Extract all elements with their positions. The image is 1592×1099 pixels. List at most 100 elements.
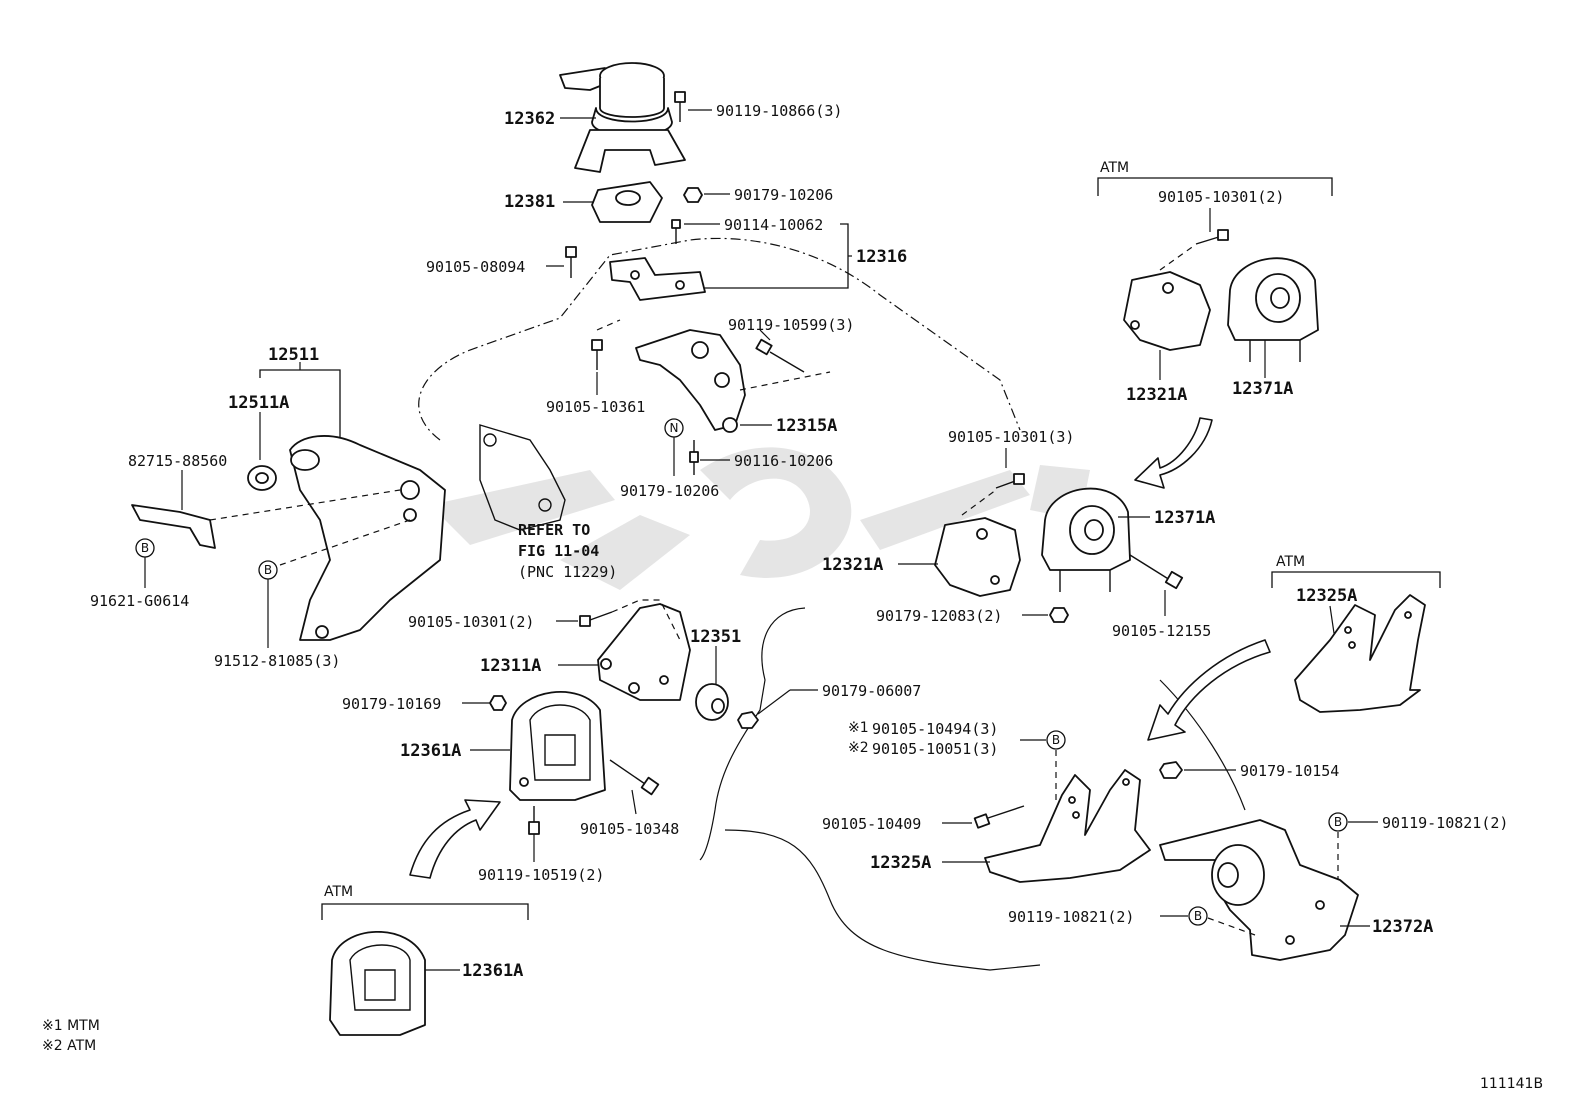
group-atm-mid-right: ATM <box>1276 554 1305 570</box>
leader-90105-10348 <box>631 789 637 815</box>
label-90105-10051: 90105-10051(3) <box>872 740 998 758</box>
dash-90119-10821-left <box>1207 917 1256 936</box>
bolt-90119-10866[interactable] <box>674 91 686 122</box>
label-90105-10409: 90105-10409 <box>822 815 921 833</box>
callout-b-90105-10494: B <box>1046 730 1066 750</box>
bracket-12325A[interactable] <box>984 769 1151 883</box>
bolt-90105-10409[interactable] <box>973 805 1025 829</box>
dash-90105-10301-top <box>1159 244 1196 271</box>
insulator-12371A-top[interactable] <box>1227 257 1319 362</box>
label-12361A-main: 12361A <box>400 741 461 761</box>
svg-text:N: N <box>670 421 679 435</box>
boundary-line-bottom <box>724 829 1041 971</box>
label-12362: 12362 <box>504 109 555 129</box>
label-90179-10206-low: 90179-10206 <box>620 482 719 500</box>
leader-90119-10599 <box>759 329 771 341</box>
gasket-outline <box>479 424 566 531</box>
note-2: ※2 <box>848 740 869 756</box>
label-90105-10494: 90105-10494(3) <box>872 720 998 738</box>
label-90105-08094: 90105-08094 <box>426 258 525 276</box>
bolt-90105-10301-top[interactable] <box>1195 229 1229 245</box>
bolt-90105-10348[interactable] <box>609 759 660 796</box>
bolt-90105-08094[interactable] <box>565 246 577 278</box>
insulator-12361A[interactable] <box>509 690 606 801</box>
bracket-12321A-top[interactable] <box>1123 271 1211 351</box>
label-12315A: 12315A <box>776 416 837 436</box>
leader-90179-06007-a <box>757 689 791 715</box>
callout-b-91621: B <box>135 538 155 558</box>
label-90119-10866: 90119-10866(3) <box>716 102 842 120</box>
bracket-12325A-atm[interactable] <box>1294 594 1426 713</box>
label-90179-06007: 90179-06007 <box>822 682 921 700</box>
label-90105-10301-left: 90105-10301(2) <box>408 613 534 631</box>
label-90116-10206: 90116-10206 <box>734 452 833 470</box>
arrow-atm-left <box>409 799 501 879</box>
label-90105-10301-mid: 90105-10301(3) <box>948 428 1074 446</box>
label-90105-10348: 90105-10348 <box>580 820 679 838</box>
label-90179-10169: 90179-10169 <box>342 695 441 713</box>
refer-line-1: REFER TO <box>518 521 590 539</box>
nut-90179-06007[interactable] <box>737 711 759 729</box>
label-90119-10599: 90119-10599(3) <box>728 316 854 334</box>
bracket-atm-bottom-left <box>321 903 529 920</box>
bolt-90119-10519[interactable] <box>528 806 540 835</box>
refer-line-3: (PNC 11229) <box>518 563 617 581</box>
label-12316: 12316 <box>856 247 907 267</box>
bolt-90105-12155[interactable] <box>1129 554 1184 590</box>
bracket-atm-mid-right <box>1271 571 1441 588</box>
plate-82715-88560[interactable] <box>131 504 216 549</box>
engine-mount-12362[interactable] <box>559 62 686 173</box>
bracket-12316-part[interactable] <box>609 257 706 301</box>
label-12371A-top: 12371A <box>1232 379 1293 399</box>
label-12372A: 12372A <box>1372 917 1433 937</box>
label-91512-81085: 91512-81085(3) <box>214 652 340 670</box>
label-90119-10821-right: 90119-10821(2) <box>1382 814 1508 832</box>
stopper-12381[interactable] <box>591 181 663 223</box>
legend-atm: ※2 ATM <box>42 1038 96 1054</box>
bolt-90105-10301-left[interactable] <box>579 611 613 627</box>
boundary-line-right <box>1159 679 1246 811</box>
stud-90116-10206[interactable] <box>689 440 699 475</box>
bushing-12511A[interactable] <box>247 465 277 491</box>
legend-mtm: ※1 MTM <box>42 1018 100 1034</box>
bolt-90105-10361[interactable] <box>591 339 603 370</box>
label-90105-10301-top: 90105-10301(2) <box>1158 188 1284 206</box>
label-90114-10062: 90114-10062 <box>724 216 823 234</box>
callout-b-90119-10821-left: B <box>1188 906 1208 926</box>
insulator-12361A-atm[interactable] <box>329 930 426 1036</box>
insulator-12371A-mid[interactable] <box>1041 487 1131 592</box>
label-82715-88560: 82715-88560 <box>128 452 227 470</box>
label-90119-10821-left: 90119-10821(2) <box>1008 908 1134 926</box>
engine-mount-bracket-12511[interactable] <box>289 435 446 641</box>
label-90105-12155: 90105-12155 <box>1112 622 1211 640</box>
group-atm-top-right: ATM <box>1100 160 1129 176</box>
nut-90179-10169[interactable] <box>489 695 507 711</box>
label-90179-10154: 90179-10154 <box>1240 762 1339 780</box>
nut-90179-10154[interactable] <box>1159 761 1183 779</box>
pin-90114-10062[interactable] <box>671 219 681 244</box>
label-90179-10206-top: 90179-10206 <box>734 186 833 204</box>
bushing-12351[interactable] <box>695 683 729 721</box>
label-90119-10519: 90119-10519(2) <box>478 866 604 884</box>
nut-90179-10206-top[interactable] <box>683 187 703 203</box>
dash-90119-10599 <box>739 371 831 391</box>
label-12361A-atm: 12361A <box>462 961 523 981</box>
nut-90179-12083[interactable] <box>1049 607 1069 623</box>
mount-12372A[interactable] <box>1159 819 1359 961</box>
label-12321A-mid: 12321A <box>822 555 883 575</box>
bolt-90105-10301-mid[interactable] <box>995 473 1025 489</box>
assembly-boundary-line <box>418 237 1021 441</box>
bracket-atm-top-right <box>1097 177 1333 196</box>
figure-id: 111141B <box>1480 1076 1543 1092</box>
dash-91512 <box>279 519 411 566</box>
label-90179-12083: 90179-12083(2) <box>876 607 1002 625</box>
dash-90105-10301-mid <box>961 489 997 516</box>
bracket-12321A-mid[interactable] <box>934 517 1021 597</box>
bracket-12315A[interactable] <box>635 329 746 433</box>
bracket-12311A[interactable] <box>597 603 691 701</box>
bolt-90119-10599[interactable] <box>755 338 805 373</box>
dash-90105-10361 <box>596 319 621 331</box>
note-1: ※1 <box>848 720 869 736</box>
label-12351: 12351 <box>690 627 741 647</box>
